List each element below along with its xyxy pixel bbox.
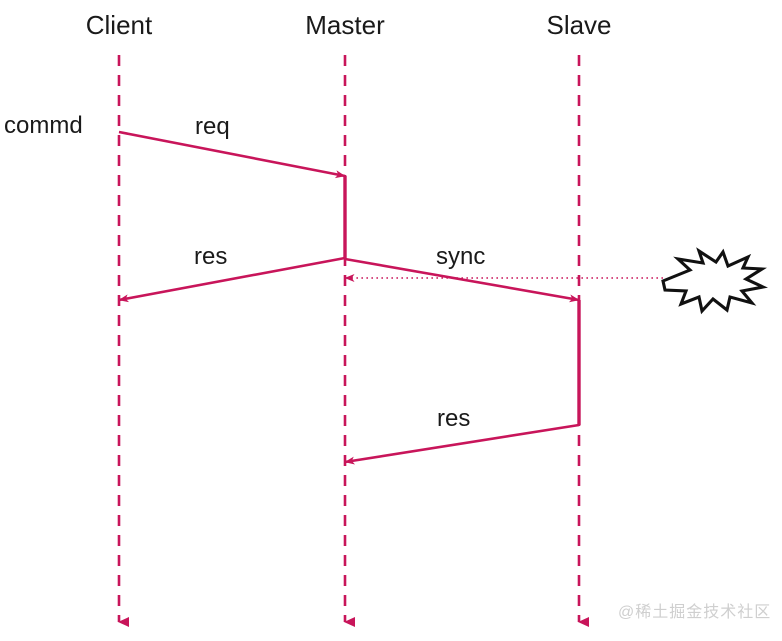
participant-header-client[interactable]: Client xyxy=(85,10,153,40)
watermark-text: @稀土掘金技术社区 xyxy=(618,604,772,621)
lifelines-group xyxy=(117,55,589,627)
message-arrow-sync xyxy=(344,257,580,303)
error-burst-icon xyxy=(661,247,768,315)
message-label-sync: sync xyxy=(436,243,486,270)
message-arrows-group xyxy=(118,130,663,465)
participant-header-slave[interactable]: Slave xyxy=(546,10,612,40)
activation-bars-group xyxy=(343,176,581,425)
message-arrow-res-slave-master xyxy=(344,423,580,465)
message-label-res-master-client: res xyxy=(194,243,228,270)
label-commd: commd xyxy=(4,112,83,139)
message-label-req: req xyxy=(195,113,230,140)
participant-header-master[interactable]: Master xyxy=(305,10,385,40)
message-label-res-slave-master: res xyxy=(437,405,471,432)
message-arrow-req xyxy=(118,130,346,179)
message-arrow-res-master-client xyxy=(118,256,346,303)
